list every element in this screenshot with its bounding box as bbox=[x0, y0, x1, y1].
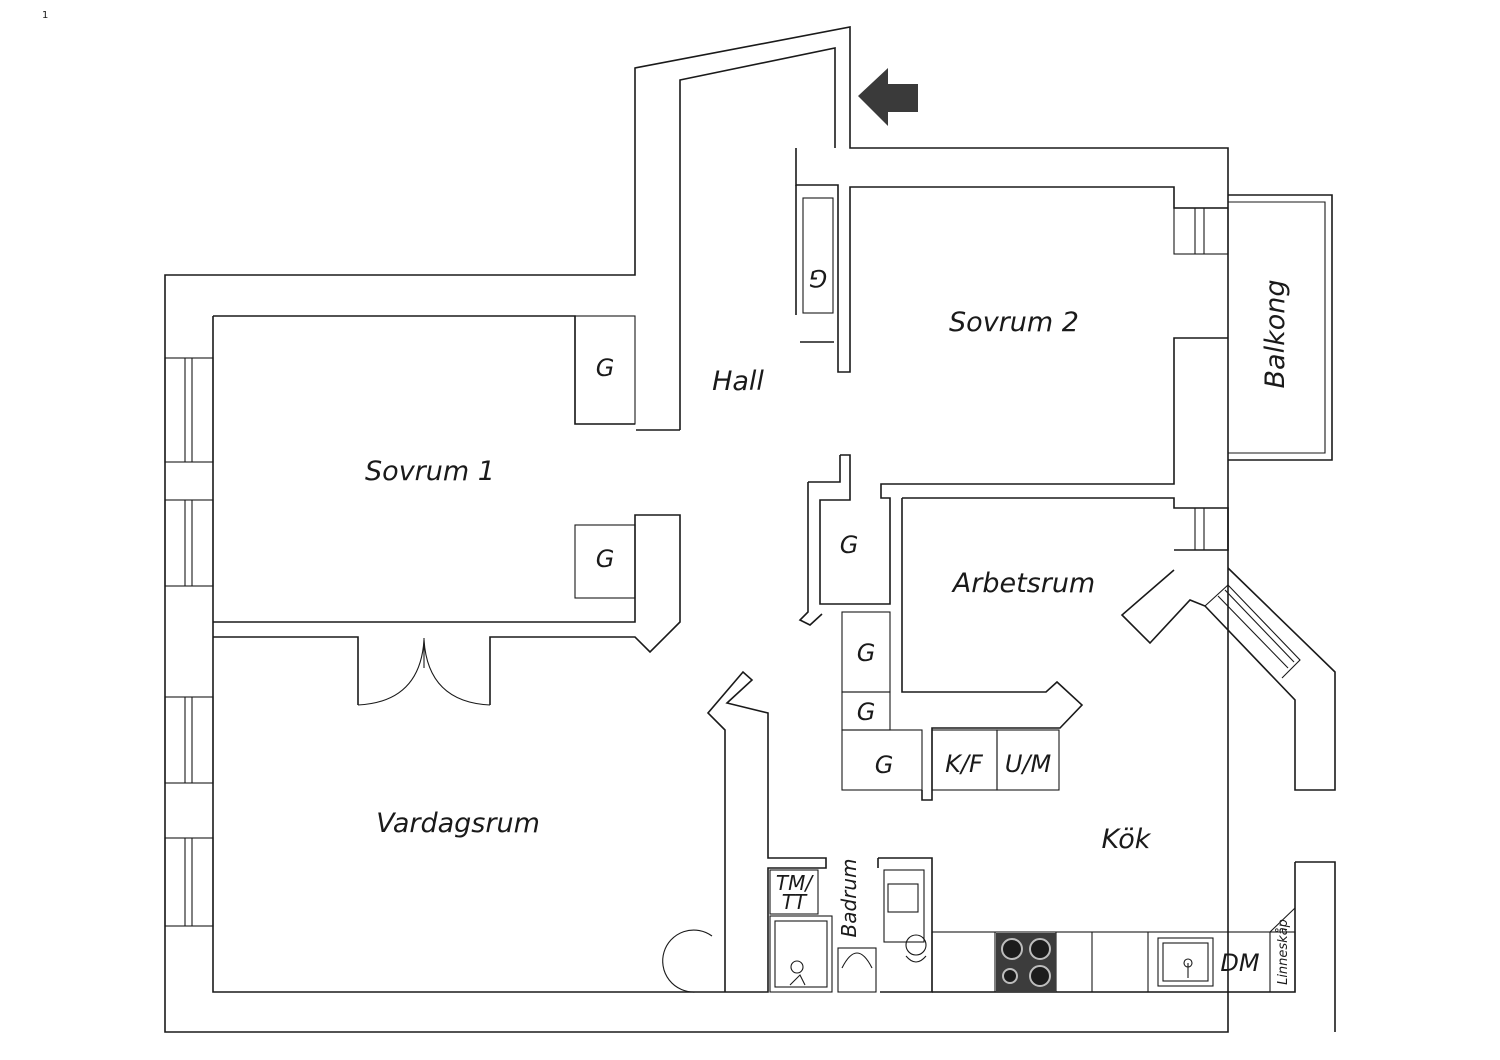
sink-icon bbox=[1157, 937, 1214, 987]
fridge-freezer-label: K/F bbox=[945, 750, 984, 778]
sovrum1-walls bbox=[213, 315, 681, 705]
kok-walls bbox=[1120, 567, 1336, 791]
room-label-sovrum1: Sovrum 1 bbox=[365, 456, 495, 487]
washer-label-line1: TM/ bbox=[776, 871, 814, 895]
washer-label-line2: TT bbox=[782, 890, 808, 914]
double-door-sovrum1 bbox=[357, 638, 491, 706]
room-label-sovrum2: Sovrum 2 bbox=[949, 307, 1079, 338]
kitchen-counter bbox=[931, 907, 1296, 993]
room-label-hall: Hall bbox=[712, 366, 764, 397]
page-number: 1 bbox=[42, 10, 48, 21]
stove-icon bbox=[996, 933, 1056, 992]
closets bbox=[841, 611, 1060, 791]
closet-label: G bbox=[840, 531, 859, 559]
outer-walls bbox=[164, 26, 1336, 1033]
oven-microwave-label: U/M bbox=[1005, 750, 1052, 778]
closet-label: G bbox=[596, 545, 615, 573]
dishwasher-label: DM bbox=[1220, 949, 1259, 977]
arbetsrum-walls bbox=[901, 497, 1229, 801]
closet-label: G bbox=[857, 698, 876, 726]
linen-closet-label: Linneskåp bbox=[1276, 919, 1291, 985]
room-label-balkong: Balkong bbox=[1260, 280, 1291, 389]
closet-label: G bbox=[809, 264, 828, 292]
entrance-arrow-icon bbox=[858, 68, 918, 126]
badrum-fixtures bbox=[769, 869, 927, 993]
balkong bbox=[1173, 194, 1333, 461]
room-label-arbetsrum: Arbetsrum bbox=[951, 568, 1096, 599]
closet-label: G bbox=[875, 751, 894, 779]
room-label-vardagsrum: Vardagsrum bbox=[376, 808, 540, 839]
hall-walls bbox=[636, 47, 1228, 626]
closet-label: G bbox=[857, 639, 876, 667]
vardagsrum-walls bbox=[662, 670, 1296, 993]
room-label-kok: Kök bbox=[1102, 824, 1152, 855]
windows-left bbox=[164, 357, 214, 927]
room-label-badrum: Badrum bbox=[837, 858, 861, 937]
closet-label: G bbox=[596, 354, 615, 382]
